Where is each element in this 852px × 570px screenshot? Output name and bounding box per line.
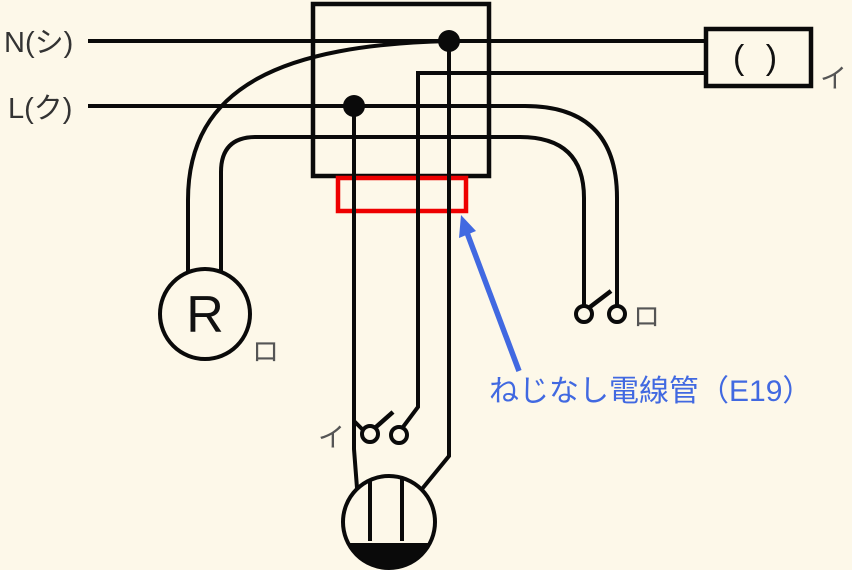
source-neutral-label: N(シ) — [4, 27, 73, 59]
junction-dot-neutral — [438, 30, 460, 52]
junction-dot-live — [343, 95, 365, 117]
switch-bottom-circuit-label: イ — [318, 423, 345, 453]
conduit-annotation-text: ねじなし電線管（E19） — [489, 375, 812, 408]
switch-right-terminal-right — [607, 304, 627, 324]
blank-device-circuit-label: イ — [820, 64, 847, 94]
switch-bottom-lever — [374, 410, 395, 429]
switch-bottom-terminal-left — [360, 424, 380, 444]
annotation-arrow-line — [463, 229, 522, 372]
wire-return-receptacle-switch — [219, 135, 586, 306]
wire-neutral-to-ceiling-light — [420, 41, 451, 491]
switch-right-circuit-label: ロ — [633, 302, 660, 332]
wire-live-to-switch-right — [88, 104, 619, 306]
switch-bottom-terminal-right — [389, 425, 409, 445]
blank-device-box — [703, 26, 814, 89]
lamp-receptacle-circuit-label: ロ — [252, 337, 279, 367]
wire-switched-to-blank-device — [401, 71, 706, 429]
source-live-label: L(ク) — [8, 93, 72, 125]
lamp-receptacle-letter: R — [186, 286, 224, 344]
wire-branch-switch-bottom — [352, 419, 365, 432]
switch-right-lever — [588, 289, 613, 309]
blank-device-text: ( ) — [733, 39, 783, 77]
outlet-box — [310, 1, 492, 179]
wire-live-down — [352, 106, 359, 489]
annotation-arrow-head — [459, 215, 476, 238]
switch-right-terminal-left — [574, 304, 594, 324]
wire-neutral-to-receptacle — [186, 39, 450, 272]
ceiling-light-filled-segment — [348, 543, 430, 569]
conduit-highlight-rect — [335, 175, 469, 214]
lamp-receptacle-circle — [158, 267, 252, 361]
